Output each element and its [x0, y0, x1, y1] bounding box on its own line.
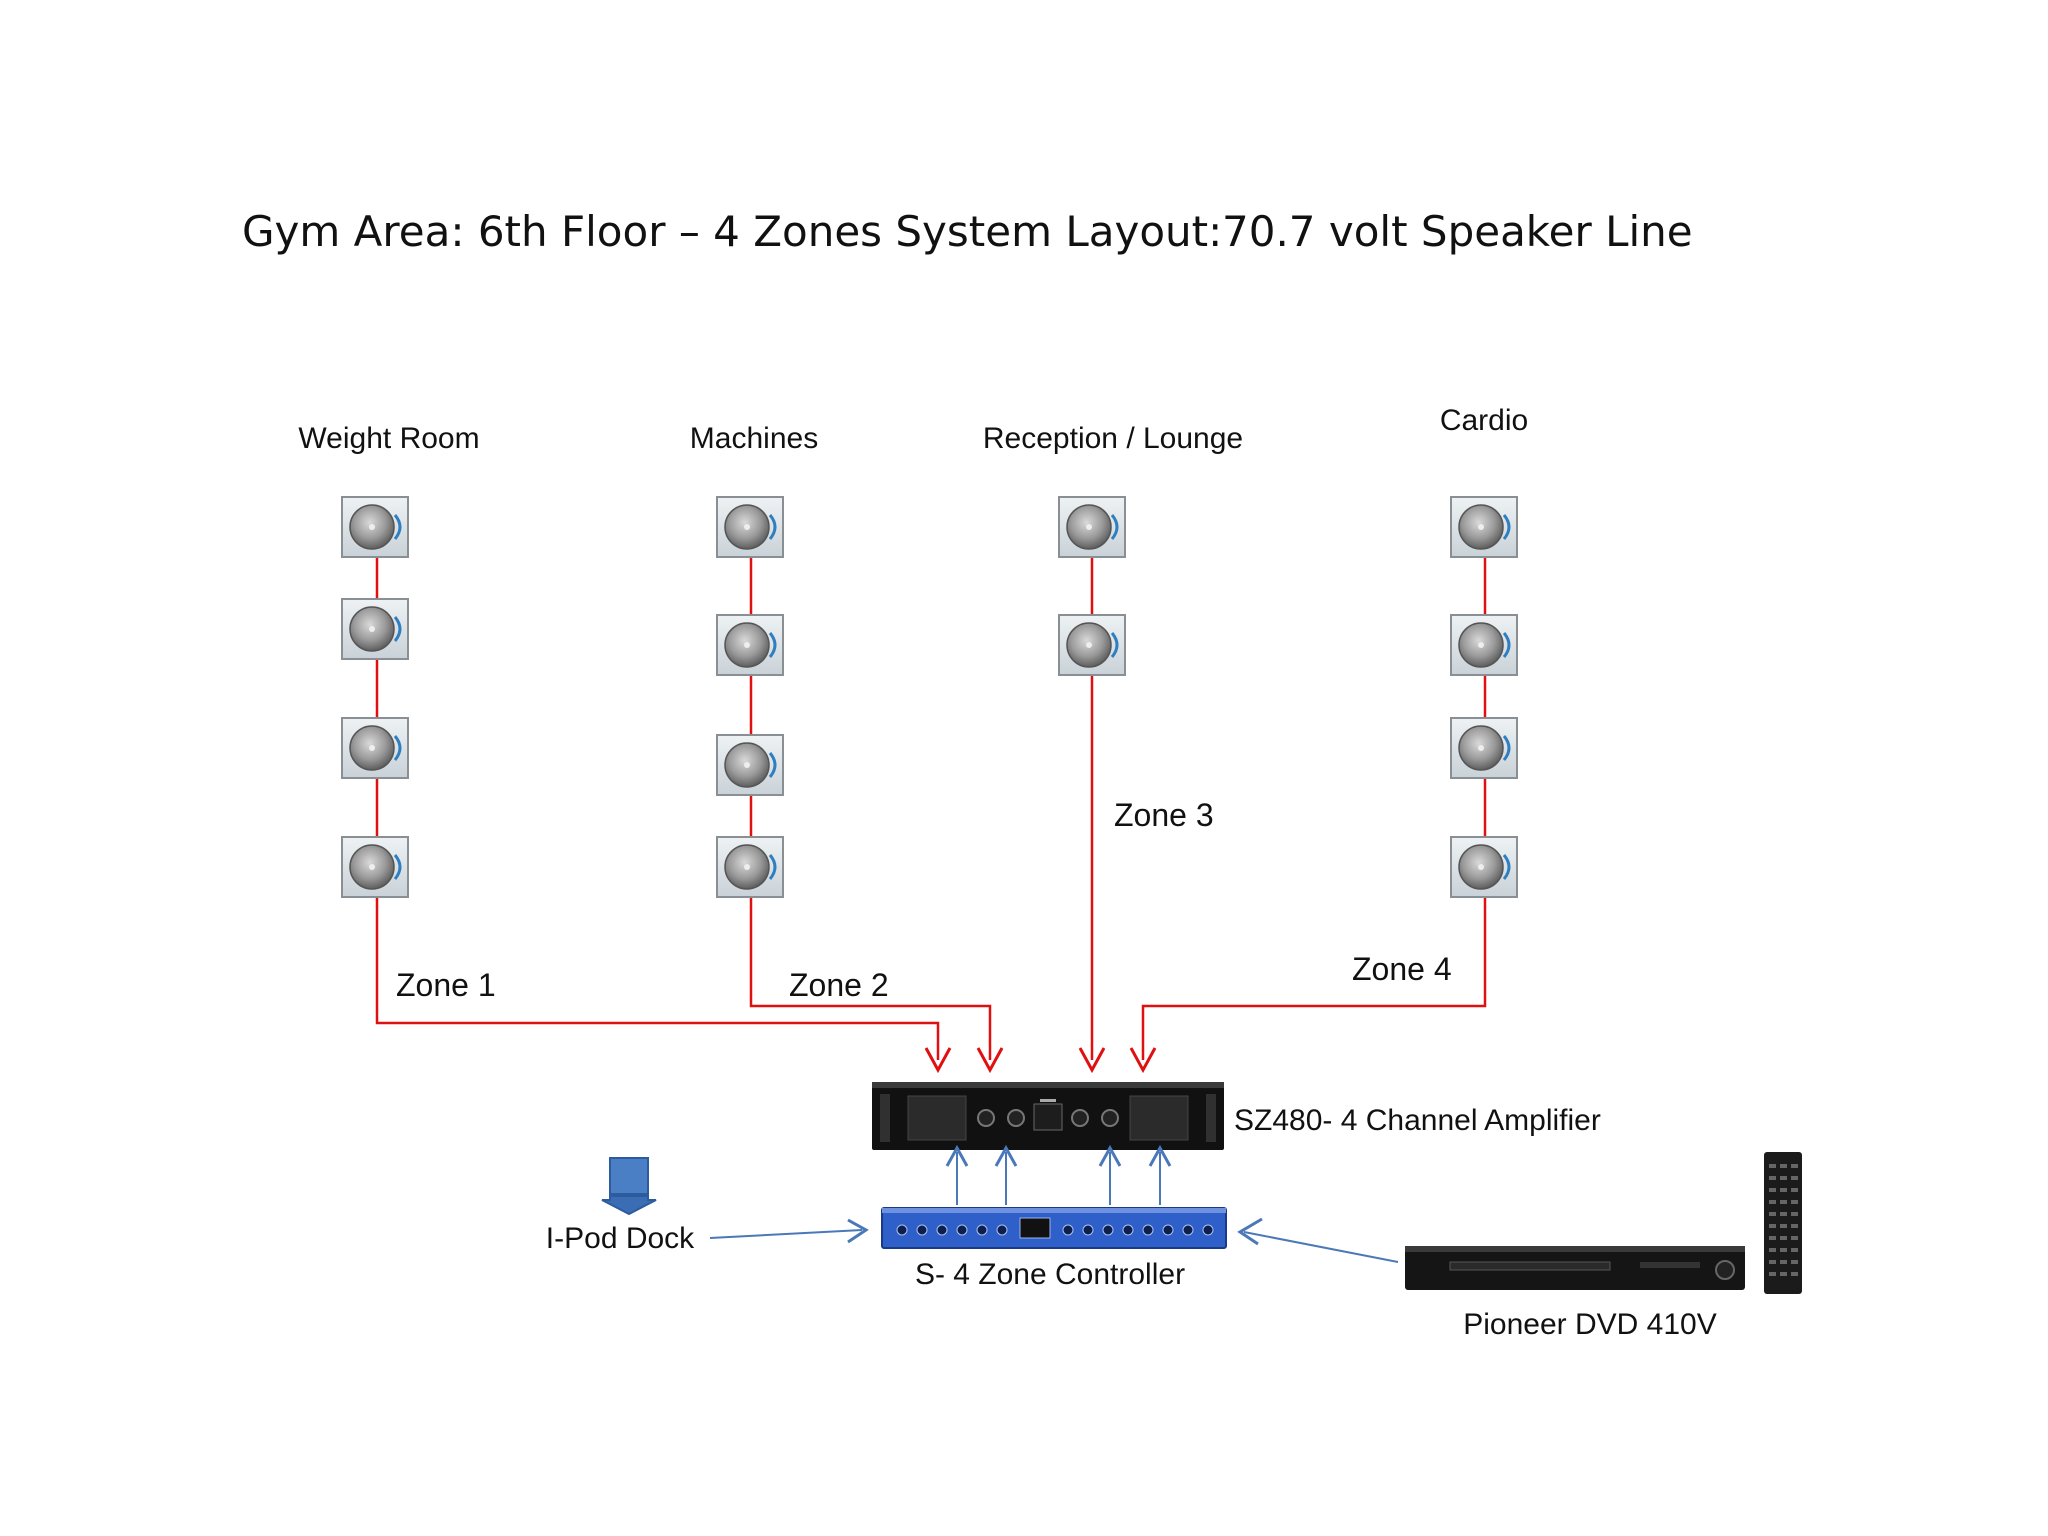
- remote-button: [1769, 1224, 1776, 1228]
- remote-button: [1769, 1164, 1776, 1168]
- remote-button: [1780, 1236, 1787, 1240]
- ceiling-speaker-icon: [1450, 614, 1518, 676]
- controller-to-amplifier-signals: [945, 1144, 1172, 1205]
- zone-label-1: Zone 1: [396, 967, 496, 1003]
- remote-button: [1769, 1272, 1776, 1276]
- remote-control: [1764, 1152, 1802, 1294]
- amplifier-unit: [872, 1082, 1224, 1150]
- remote-button: [1791, 1224, 1798, 1228]
- remote-button: [1780, 1200, 1787, 1204]
- remote-button: [1780, 1224, 1787, 1228]
- title-main: Gym Area: 6th Floor – 4 Zones System Lay…: [242, 207, 1222, 256]
- ceiling-speaker-icon: [1450, 836, 1518, 898]
- remote-button: [1791, 1260, 1798, 1264]
- remote-button: [1791, 1212, 1798, 1216]
- zone-controller-unit: [881, 1207, 1227, 1249]
- remote-button: [1769, 1200, 1776, 1204]
- remote-button: [1769, 1212, 1776, 1216]
- remote-button: [1769, 1176, 1776, 1180]
- zone-label-4: Zone 4: [1352, 951, 1452, 987]
- controller-knob: [1102, 1224, 1114, 1236]
- dvd-to-controller-signal: [1237, 1217, 1399, 1263]
- remote-button: [1791, 1248, 1798, 1252]
- room-label-reception-lounge: Reception / Lounge: [983, 422, 1243, 455]
- controller-knob: [896, 1224, 908, 1236]
- controller-knob: [936, 1224, 948, 1236]
- ceiling-speaker-icon: [1058, 496, 1126, 558]
- diagram-title: Gym Area: 6th Floor – 4 Zones System Lay…: [242, 207, 1693, 256]
- ipod-to-controller-signal: [709, 1218, 869, 1244]
- amplifier-knob: [977, 1109, 995, 1127]
- zone-4-wiring: [1129, 555, 1487, 1074]
- controller-knob: [976, 1224, 988, 1236]
- remote-button: [1791, 1176, 1798, 1180]
- dvd-player-unit: [1405, 1246, 1745, 1290]
- zone-label-3: Zone 3: [1114, 797, 1214, 833]
- ceiling-speakers: [341, 496, 1518, 898]
- zone-controller-label: S- 4 Zone Controller: [915, 1258, 1185, 1291]
- remote-button: [1780, 1212, 1787, 1216]
- remote-button: [1780, 1248, 1787, 1252]
- controller-knob: [916, 1224, 928, 1236]
- remote-button: [1769, 1248, 1776, 1252]
- amplifier-knob: [1071, 1109, 1089, 1127]
- remote-button: [1780, 1176, 1787, 1180]
- ceiling-speaker-icon: [716, 734, 784, 796]
- remote-button: [1780, 1272, 1787, 1276]
- remote-button: [1769, 1260, 1776, 1264]
- remote-button: [1780, 1164, 1787, 1168]
- remote-button: [1791, 1236, 1798, 1240]
- controller-knob: [1142, 1224, 1154, 1236]
- remote-button: [1780, 1188, 1787, 1192]
- remote-button: [1791, 1164, 1798, 1168]
- ceiling-speaker-icon: [341, 598, 409, 660]
- ceiling-speaker-icon: [1058, 614, 1126, 676]
- controller-knob: [996, 1224, 1008, 1236]
- room-label-machines: Machines: [690, 422, 818, 455]
- controller-knob: [1182, 1224, 1194, 1236]
- ipod-dock-icon: [601, 1157, 657, 1216]
- remote-button: [1780, 1260, 1787, 1264]
- ceiling-speaker-icon: [341, 496, 409, 558]
- remote-button: [1791, 1272, 1798, 1276]
- controller-knob: [1162, 1224, 1174, 1236]
- ceiling-speaker-icon: [716, 836, 784, 898]
- amplifier-knob: [1007, 1109, 1025, 1127]
- ceiling-speaker-icon: [1450, 717, 1518, 779]
- controller-knob: [956, 1224, 968, 1236]
- controller-knob: [1202, 1224, 1214, 1236]
- remote-button: [1791, 1188, 1798, 1192]
- amplifier-knob: [1101, 1109, 1119, 1127]
- controller-knob: [1062, 1224, 1074, 1236]
- title-line-spec: 70.7 volt Speaker Line: [1222, 207, 1693, 256]
- remote-button: [1769, 1188, 1776, 1192]
- remote-button: [1791, 1200, 1798, 1204]
- ceiling-speaker-icon: [716, 496, 784, 558]
- ceiling-speaker-icon: [341, 717, 409, 779]
- dvd-player-label: Pioneer DVD 410V: [1463, 1308, 1716, 1341]
- room-label-weight-room: Weight Room: [298, 422, 479, 455]
- ipod-dock-label: I-Pod Dock: [546, 1222, 695, 1255]
- room-label-cardio: Cardio: [1440, 404, 1528, 437]
- remote-button: [1769, 1236, 1776, 1240]
- amplifier-label: SZ480- 4 Channel Amplifier: [1234, 1104, 1601, 1137]
- zone-label-2: Zone 2: [789, 967, 889, 1003]
- ceiling-speaker-icon: [341, 836, 409, 898]
- controller-knob: [1082, 1224, 1094, 1236]
- zone-1-wiring: [375, 555, 952, 1074]
- controller-knob: [1122, 1224, 1134, 1236]
- ceiling-speaker-icon: [1450, 496, 1518, 558]
- zone-controller-body: [881, 1207, 1227, 1249]
- ceiling-speaker-icon: [716, 614, 784, 676]
